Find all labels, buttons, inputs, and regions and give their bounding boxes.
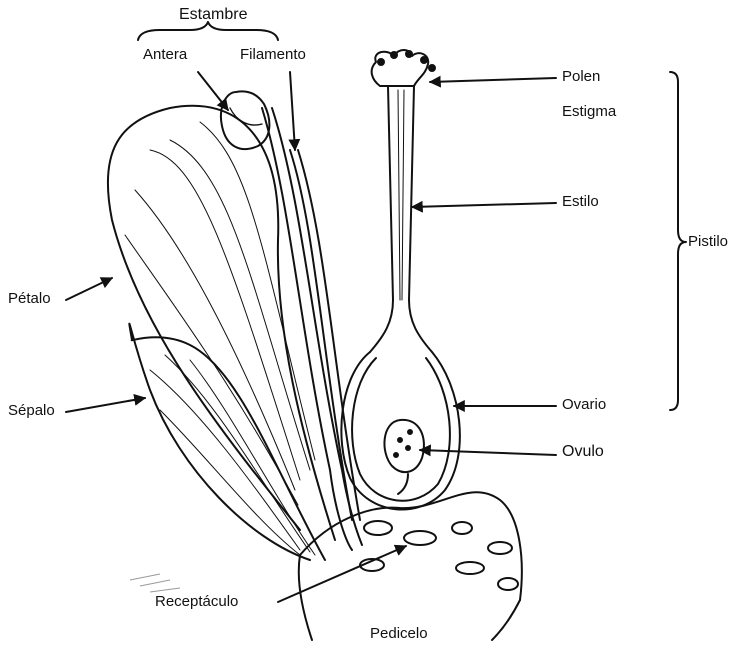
- label-ovario: Ovario: [562, 397, 606, 412]
- leader-antera: [198, 72, 228, 110]
- label-estilo: Estilo: [562, 194, 599, 209]
- label-pedicelo: Pedicelo: [370, 626, 428, 641]
- label-filamento: Filamento: [240, 47, 306, 62]
- leader-petalo: [66, 278, 112, 300]
- label-pistilo: Pistilo: [688, 234, 728, 249]
- stamen-bracket: [138, 22, 278, 40]
- petal-shape: [108, 106, 335, 540]
- leader-sepalo: [66, 398, 145, 412]
- scan-artifact: [130, 574, 180, 592]
- receptacle-shape: [299, 492, 522, 640]
- leader-estilo: [412, 203, 556, 207]
- label-polen: Polen: [562, 69, 600, 84]
- label-receptaculo: Receptáculo: [155, 594, 238, 609]
- label-sepalo: Sépalo: [8, 403, 55, 418]
- leader-ovulo: [420, 450, 556, 455]
- label-estigma: Estigma: [562, 104, 616, 119]
- pistil-shape: [341, 50, 460, 510]
- label-petalo: Pétalo: [8, 291, 51, 306]
- label-estambre: Estambre: [179, 7, 247, 23]
- label-ovulo: Ovulo: [562, 444, 604, 460]
- leader-polen: [430, 78, 556, 82]
- label-antera: Antera: [143, 47, 187, 62]
- pistil-bracket: [670, 72, 686, 410]
- leader-filamento: [290, 72, 295, 150]
